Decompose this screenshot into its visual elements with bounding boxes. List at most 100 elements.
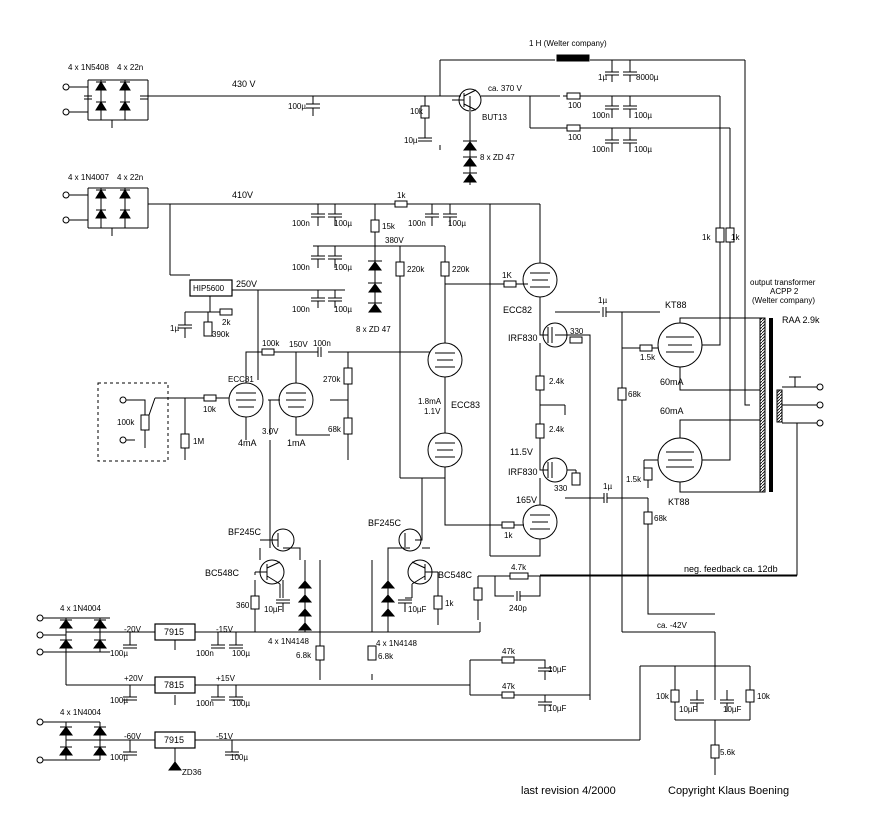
input-terminal (119, 436, 127, 444)
r68k-3: 68k (328, 425, 342, 434)
v165: 165V (516, 495, 537, 505)
mains-terminal (62, 83, 70, 91)
resistor-270k (343, 367, 353, 385)
vm51: -51V (216, 732, 234, 741)
c100n-3: 100n (292, 219, 310, 228)
c100u-3: 100µ (334, 219, 352, 228)
resistor-68k (617, 387, 627, 401)
c100u-2: 100µ (634, 145, 652, 154)
r100-1: 100 (568, 101, 582, 110)
dio2: 4 x 1N4148 (376, 639, 417, 648)
r7915-b: 7915 (164, 735, 184, 745)
feedback-label: neg. feedback ca. 12db (684, 564, 778, 574)
r15k: 15k (382, 222, 396, 231)
r220k-2: 220k (452, 265, 470, 274)
resistor-47k (501, 691, 515, 699)
resistor-2k (219, 308, 233, 316)
r10k-1: 10k (656, 692, 670, 701)
resistor-1k-screen (715, 227, 725, 243)
c1u-2: 1µ (603, 482, 612, 491)
vm20: -20V (124, 625, 142, 634)
resistor-100 (566, 124, 581, 132)
but13-label: BUT13 (482, 113, 507, 122)
c10u-3: 10µF (548, 665, 567, 674)
r10k-2: 10k (757, 692, 771, 701)
ot-label-3: (Welter company) (752, 296, 815, 305)
bf245-2: BF245C (368, 518, 402, 528)
r1k-k1: 1k (702, 233, 711, 242)
resistor-2.4k (535, 423, 545, 439)
c100u-a: 100µ (110, 649, 128, 658)
ot-label-1: output transformer (750, 278, 816, 287)
copyright-text: Copyright Klaus Boening (668, 785, 789, 797)
resistor-1M (180, 433, 190, 449)
vp20: +20V (124, 674, 144, 683)
resistor-1.5k (639, 344, 653, 352)
v3: 3.0V (262, 427, 279, 436)
rect3-diodes-label: 4 x 1N4004 (60, 604, 101, 613)
resistor-10k-in (203, 394, 217, 402)
r10k-in: 10k (203, 405, 217, 414)
bc548-2: BC548C (438, 570, 473, 580)
r4k7: 4.7k (511, 563, 527, 572)
ma4: 4mA (238, 438, 257, 448)
r5k6: 5.6k (720, 748, 736, 757)
resistor-1k-fb (473, 587, 483, 601)
bias-pot-10k (670, 689, 680, 703)
hip5600-regulator (189, 279, 233, 297)
resistor-2.4k (535, 375, 545, 391)
r7815: 7815 (164, 680, 184, 690)
c10u-4: 10µF (548, 704, 567, 713)
resistor-220k (440, 261, 450, 277)
resistor-6.8k (315, 645, 325, 661)
c240p: 240p (509, 604, 527, 613)
hip5600-label: HIP5600 (193, 284, 225, 293)
ma60-2: 60mA (660, 406, 684, 416)
c100u-e: 100µ (110, 753, 128, 762)
c1u-b: 1µ (170, 324, 179, 333)
r47k-1: 47k (502, 647, 516, 656)
zd47-label-2: 8 x ZD 47 (356, 325, 391, 334)
resistor-4.7k (509, 572, 529, 580)
choke-1H (556, 54, 590, 62)
c100u-5: 100µ (334, 263, 352, 272)
r1k5-1: 1.5k (640, 353, 656, 362)
mains-terminal (62, 108, 70, 116)
r1k-top: 1k (397, 191, 406, 200)
r10k-label: 10k (410, 107, 424, 116)
r68k-1: 68k (628, 390, 642, 399)
v380-label: 380V (385, 236, 404, 245)
ecc83-label: ECC83 (451, 400, 480, 410)
bias-pot-10k (745, 689, 755, 703)
resistor-220k (395, 261, 405, 277)
r330-1: 330 (570, 327, 584, 336)
resistor-1K-ecc82 (503, 280, 517, 288)
speaker-terminal (816, 419, 824, 427)
r6k8-2: 6.8k (378, 652, 394, 661)
c100u-1: 100µ (634, 111, 652, 120)
r2k4-2: 2.4k (549, 425, 565, 434)
output-transformer-primary (759, 317, 766, 493)
resistor-68k (343, 417, 353, 435)
c10u-1: 10µF (264, 605, 283, 614)
r6k8-1: 6.8k (296, 651, 312, 660)
r100-2: 100 (568, 133, 582, 142)
cap-100u-main: 100µ (288, 102, 306, 111)
volume-pot-box (97, 382, 169, 462)
vm15: -15V (216, 625, 234, 634)
pot-100k: 100k (117, 418, 135, 427)
rectifier-3 (36, 614, 155, 686)
r220k-1: 220k (407, 265, 425, 274)
r1k5-2: 1.5k (626, 475, 642, 484)
resistor-100k (261, 348, 275, 356)
c100u-6: 100µ (334, 305, 352, 314)
resistor-68k (643, 511, 653, 525)
ma60-1: 60mA (660, 377, 684, 387)
rect1-diodes-label: 4 x 1N5408 (68, 63, 109, 72)
irf830-2: IRF830 (508, 467, 538, 477)
rectifier-2 (62, 187, 540, 236)
r68k-2: 68k (654, 514, 668, 523)
rect2-caps-label: 4 x 22n (117, 173, 143, 182)
bc548-1: BC548C (205, 568, 240, 578)
